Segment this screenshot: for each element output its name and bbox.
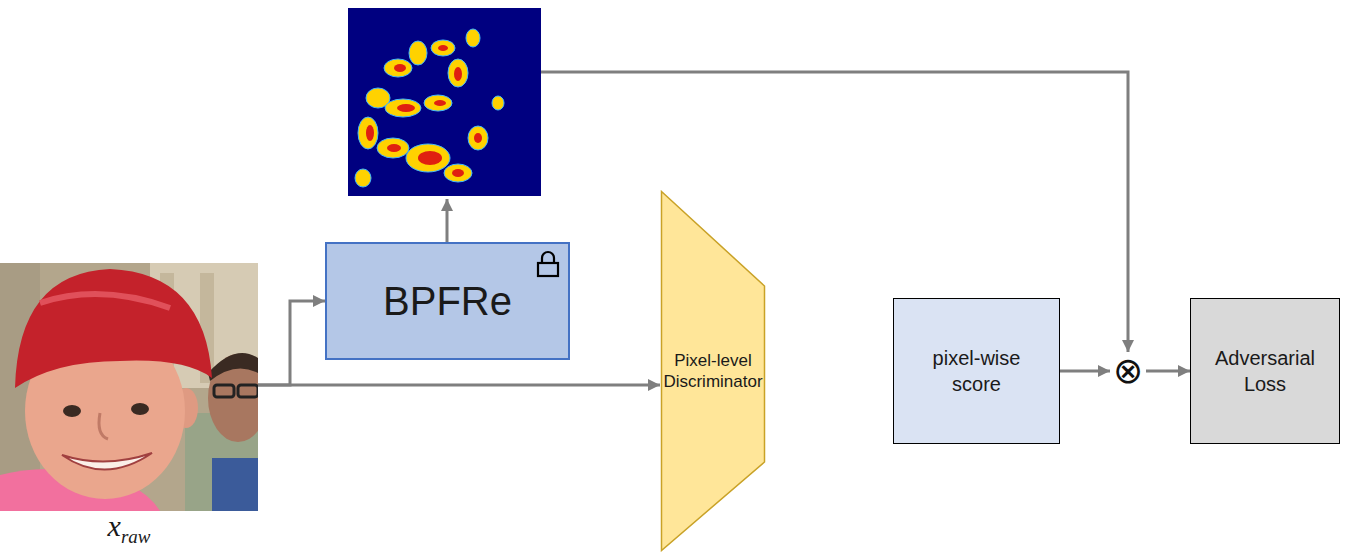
arrow-connector	[258, 384, 660, 387]
arrow-connector	[1146, 370, 1190, 373]
node-label: ⊗	[1113, 353, 1143, 389]
process-box: pixel-wise score	[893, 298, 1060, 444]
arrow-connector	[258, 301, 325, 385]
math-label: raw	[121, 526, 151, 547]
math-label: x	[108, 509, 121, 542]
node-label: BPFRe	[383, 279, 512, 324]
arrow-connector	[1060, 370, 1110, 373]
heat-cores	[366, 45, 482, 177]
frozen-module: BPFRe	[325, 242, 570, 360]
input-image: xraw	[0, 263, 258, 550]
node-label: pixel-wise score	[917, 345, 1037, 397]
multiply-operator: ⊗	[1110, 353, 1146, 389]
trapezoid-outline	[660, 190, 766, 552]
heat-map	[348, 8, 541, 196]
node-label: Pixel-level Discriminator	[661, 350, 765, 393]
photo-content	[0, 263, 258, 511]
lock-icon	[536, 250, 560, 278]
discriminator-trapezoid: Pixel-level Discriminator	[660, 190, 766, 552]
loss-box: Adversarial Loss	[1190, 298, 1340, 444]
input-photo	[0, 263, 258, 511]
map-arrow	[446, 199, 449, 242]
node-label: Adversarial Loss	[1198, 345, 1333, 397]
heat-blobs	[355, 29, 504, 187]
